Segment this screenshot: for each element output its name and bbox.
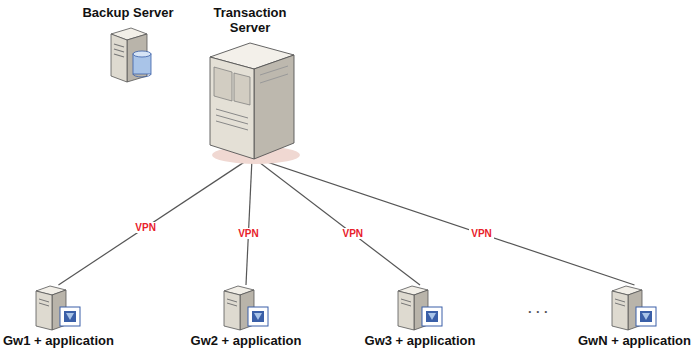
node-label: GwN + application (578, 334, 691, 349)
backup-icon (97, 24, 159, 86)
node-label: Gw1 + application (3, 334, 114, 349)
server-node: Backup Server (82, 6, 173, 86)
vpn-link (252, 157, 420, 285)
server-node: Transaction Server (198, 6, 302, 167)
gw-icon (218, 283, 274, 333)
node-label: Gw2 + application (191, 334, 302, 349)
ellipsis-label: · · · (528, 304, 548, 319)
gateway-node: GwN + application (578, 283, 691, 349)
gw-icon (606, 283, 662, 333)
edge-label: VPN (469, 228, 494, 239)
node-label: Backup Server (82, 6, 173, 21)
node-label: Gw3 + application (365, 334, 476, 349)
gateway-node: Gw3 + application (365, 283, 476, 349)
gateway-node: Gw2 + application (191, 283, 302, 349)
gateway-node: Gw1 + application (3, 283, 114, 349)
edge-label: VPN (133, 222, 158, 233)
gw-icon (30, 283, 86, 333)
gw-icon (392, 283, 448, 333)
edge-label: VPN (236, 228, 261, 239)
vpn-link (58, 157, 252, 285)
vpn-link (246, 157, 252, 285)
node-label: Transaction Server (203, 6, 298, 36)
edge-label: VPN (341, 228, 366, 239)
server-icon (198, 39, 302, 167)
vpn-link (252, 157, 634, 285)
